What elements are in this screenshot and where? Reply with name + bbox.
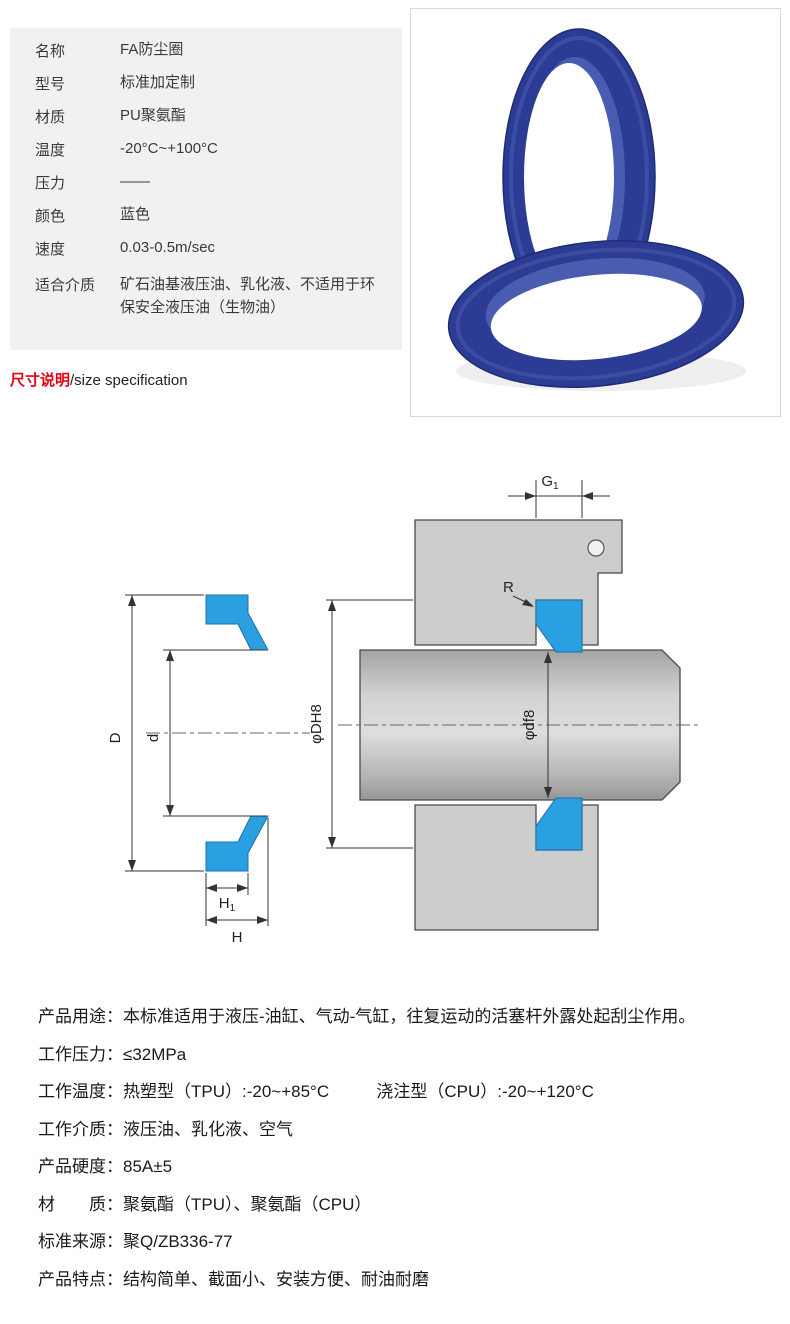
spec-value: 标准加定制 [120, 74, 196, 92]
product-details: 产品用途：本标准适用于液压-油缸、气动-气缸，往复运动的活塞杆外露处起刮尘作用。… [38, 998, 782, 1298]
spec-label: 颜色 [35, 208, 66, 225]
spec-label: 型号 [35, 76, 66, 93]
heading-cn: 尺寸说明 [10, 372, 71, 389]
spec-label: 温度 [35, 142, 66, 159]
spec-row: 颜色 蓝色 [10, 199, 402, 232]
front-ring [447, 239, 745, 389]
spec-value: PU聚氨酯 [120, 107, 186, 125]
detail-temperature: 工作温度：热塑型（TPU）:-20~+85°C 浇注型（CPU）:-20~+12… [38, 1082, 594, 1101]
section-view: D d H1 H [107, 594, 310, 946]
spec-label: 压力 [35, 175, 66, 192]
dim-label-df8: φdf8 [521, 710, 538, 741]
spec-row: 名称 FA防尘圈 [10, 34, 402, 67]
dim-label-DH8: φDH8 [308, 704, 325, 744]
spec-value: -20°C~+100°C [120, 140, 218, 158]
spec-label: 材质 [35, 109, 66, 126]
spec-row: 压力 —— [10, 166, 402, 199]
installed-view: G1 R φDH8 φdf8 [308, 473, 702, 931]
spec-row: 适合介质 矿石油基液压油、乳化液、不适用于环保安全液压油（生物油） [10, 265, 402, 338]
spec-label: 速度 [35, 241, 66, 258]
detail-usage: 产品用途：本标准适用于液压-油缸、气动-气缸，往复运动的活塞杆外露处起刮尘作用。 [38, 1007, 696, 1026]
wiper-seal-bottom [535, 797, 583, 851]
dim-label-G1: G1 [541, 473, 559, 492]
spec-row: 材质 PU聚氨酯 [10, 100, 402, 133]
detail-material: 材 质：聚氨酯（TPU）、聚氨酯（CPU） [38, 1194, 372, 1214]
dimension-drawing: G1 R φDH8 φdf8 [0, 440, 790, 970]
spec-value: 0.03-0.5m/sec [120, 239, 216, 257]
dim-label-H1: H1 [219, 895, 236, 914]
product-photo [410, 8, 781, 417]
dim-label-d: d [145, 734, 162, 742]
detail-hardness: 产品硬度：85A±5 [38, 1157, 173, 1176]
dim-label-H: H [232, 929, 243, 946]
detail-standard: 标准来源：聚Q/ZB336-77 [38, 1232, 233, 1251]
spec-value: —— [120, 173, 150, 191]
seal-rings-image [447, 28, 746, 391]
spec-label: 适合介质 [35, 277, 96, 294]
dim-label-D: D [107, 732, 124, 743]
spec-row: 温度 -20°C~+100°C [10, 133, 402, 166]
spec-row: 型号 标准加定制 [10, 67, 402, 100]
seal-profile-top [205, 594, 269, 651]
heading-en: /size specification [70, 372, 188, 389]
pin-detail [587, 539, 605, 557]
detail-pressure: 工作压力：≤32MPa [38, 1044, 187, 1064]
spec-row: 速度 0.03-0.5m/sec [10, 232, 402, 265]
housing-top [414, 519, 623, 646]
spec-value: 矿石油基液压油、乳化液、不适用于环保安全液压油（生物油） [120, 276, 376, 316]
spec-value: FA防尘圈 [120, 41, 184, 59]
wiper-seal-top [535, 599, 583, 653]
seal-profile-bottom [205, 815, 269, 872]
detail-features: 产品特点：结构简单、截面小、安装方便、耐油耐磨 [38, 1269, 429, 1289]
detail-medium: 工作介质：液压油、乳化液、空气 [38, 1119, 293, 1139]
spec-value: 蓝色 [120, 206, 151, 224]
cross-section-svg: G1 R φDH8 φdf8 [107, 473, 702, 946]
spec-table: 名称 FA防尘圈 型号 标准加定制 材质 PU聚氨酯 温度 -20°C~+100… [10, 28, 402, 350]
dim-label-R: R [503, 579, 514, 596]
size-specification-heading: 尺寸说明/size specification [10, 369, 188, 390]
spec-label: 名称 [35, 43, 66, 60]
